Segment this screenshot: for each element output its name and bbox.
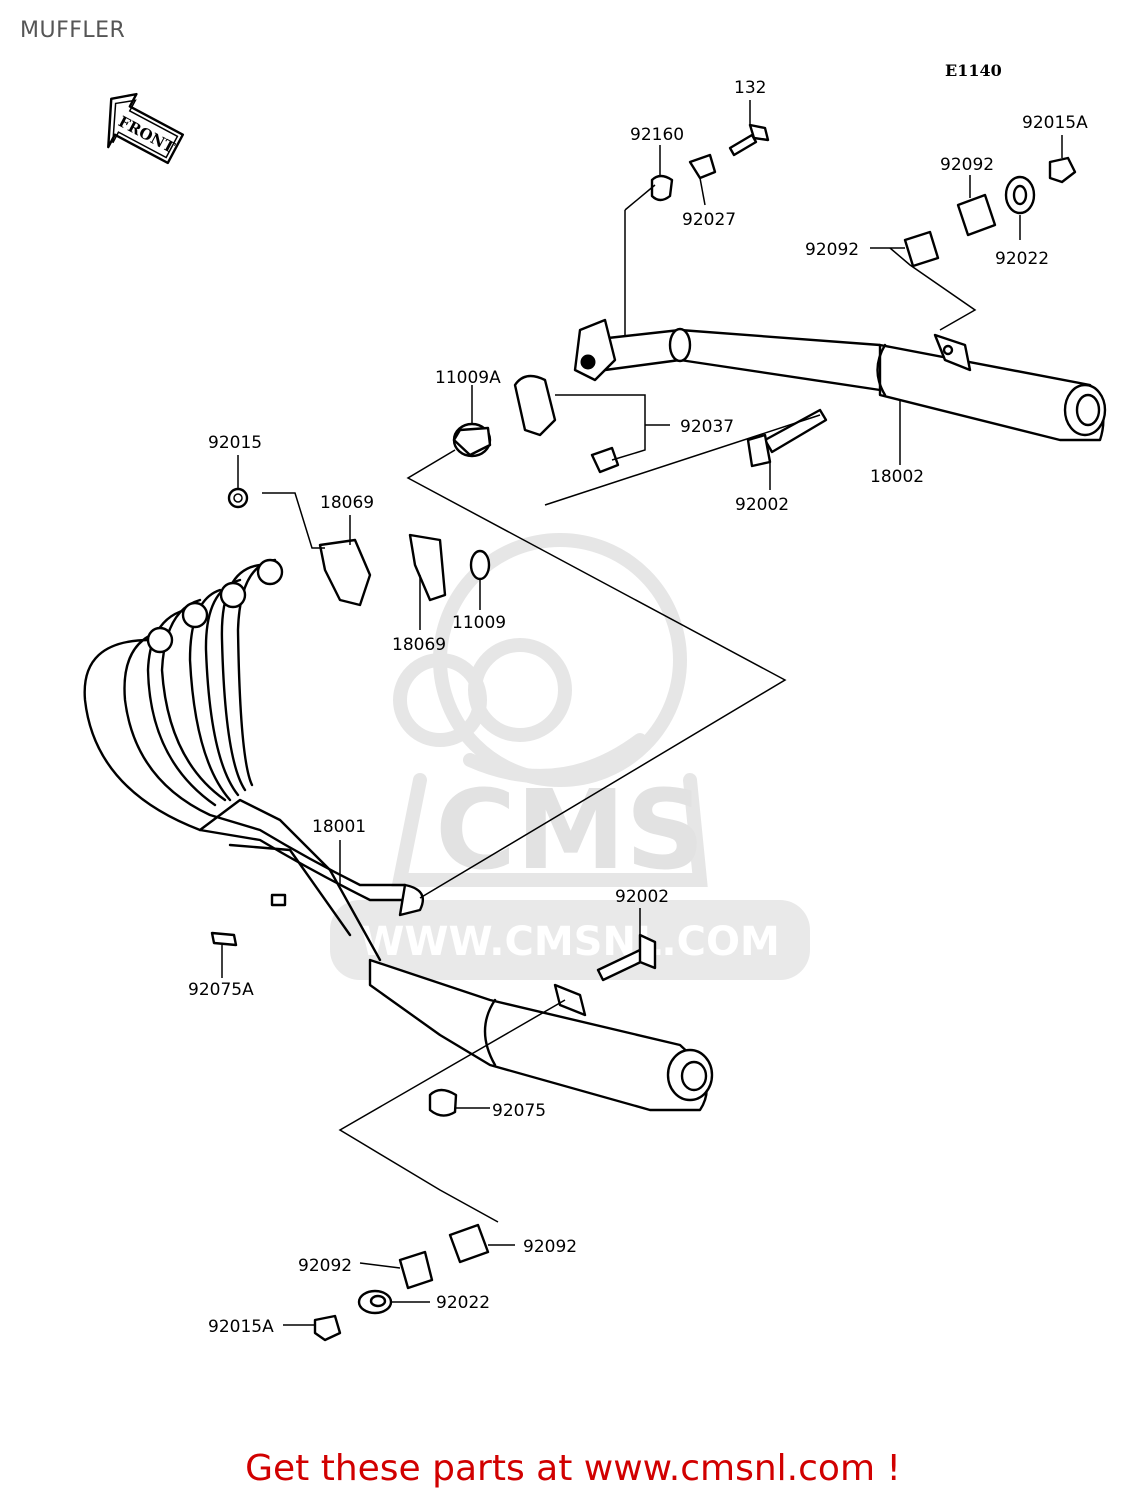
exhaust-header-18001 — [83, 558, 425, 962]
part-label-18069-a[interactable]: 18069 — [320, 493, 374, 513]
part-label-92092-top-a[interactable]: 92092 — [940, 155, 994, 175]
part-label-92092-top-b[interactable]: 92092 — [805, 240, 859, 260]
footer-promo-link[interactable]: Get these parts at www.cmsnl.com ! — [245, 1448, 901, 1489]
part-label-92092-bot-a[interactable]: 92092 — [523, 1237, 577, 1257]
part-label-92015a-top[interactable]: 92015A — [1022, 113, 1088, 133]
part-labels: 132 92160 92027 92015A 92092 92092 92022… — [188, 78, 1088, 1337]
part-label-92160[interactable]: 92160 — [630, 125, 684, 145]
part-label-18069-b[interactable]: 18069 — [392, 635, 446, 655]
part-label-92022-top[interactable]: 92022 — [995, 249, 1049, 269]
upper-hardware — [210, 123, 1077, 1117]
page-title: MUFFLER — [20, 18, 126, 43]
part-label-92027[interactable]: 92027 — [682, 210, 736, 230]
cms-watermark: CMS WWW.CMSNL.COM — [330, 533, 810, 980]
lower-muffler — [368, 933, 714, 1112]
watermark-brand: CMS — [435, 766, 704, 894]
part-label-92002-bottom[interactable]: 92002 — [615, 887, 669, 907]
part-label-92037[interactable]: 92037 — [680, 417, 734, 437]
part-label-132[interactable]: 132 — [734, 78, 766, 98]
part-label-92075[interactable]: 92075 — [492, 1101, 546, 1121]
part-label-92015[interactable]: 92015 — [208, 433, 262, 453]
part-label-92075a[interactable]: 92075A — [188, 980, 254, 1000]
lower-hardware — [313, 1223, 490, 1342]
front-arrow-icon: FRONT — [107, 92, 185, 165]
part-label-18001[interactable]: 18001 — [312, 817, 366, 837]
part-label-92002-top[interactable]: 92002 — [735, 495, 789, 515]
part-label-11009a[interactable]: 11009A — [435, 368, 501, 388]
part-label-92015a-bot[interactable]: 92015A — [208, 1317, 274, 1337]
part-label-11009[interactable]: 11009 — [452, 613, 506, 633]
watermark-url: WWW.CMSNL.COM — [360, 919, 780, 965]
part-label-18002[interactable]: 18002 — [870, 467, 924, 487]
muffler-18002 — [573, 318, 1107, 442]
part-label-92022-bot[interactable]: 92022 — [436, 1293, 490, 1313]
diagram-ref-code: E1140 — [945, 61, 1002, 80]
part-label-92092-bot-b[interactable]: 92092 — [298, 1256, 352, 1276]
leader-lines — [221, 100, 1063, 1326]
